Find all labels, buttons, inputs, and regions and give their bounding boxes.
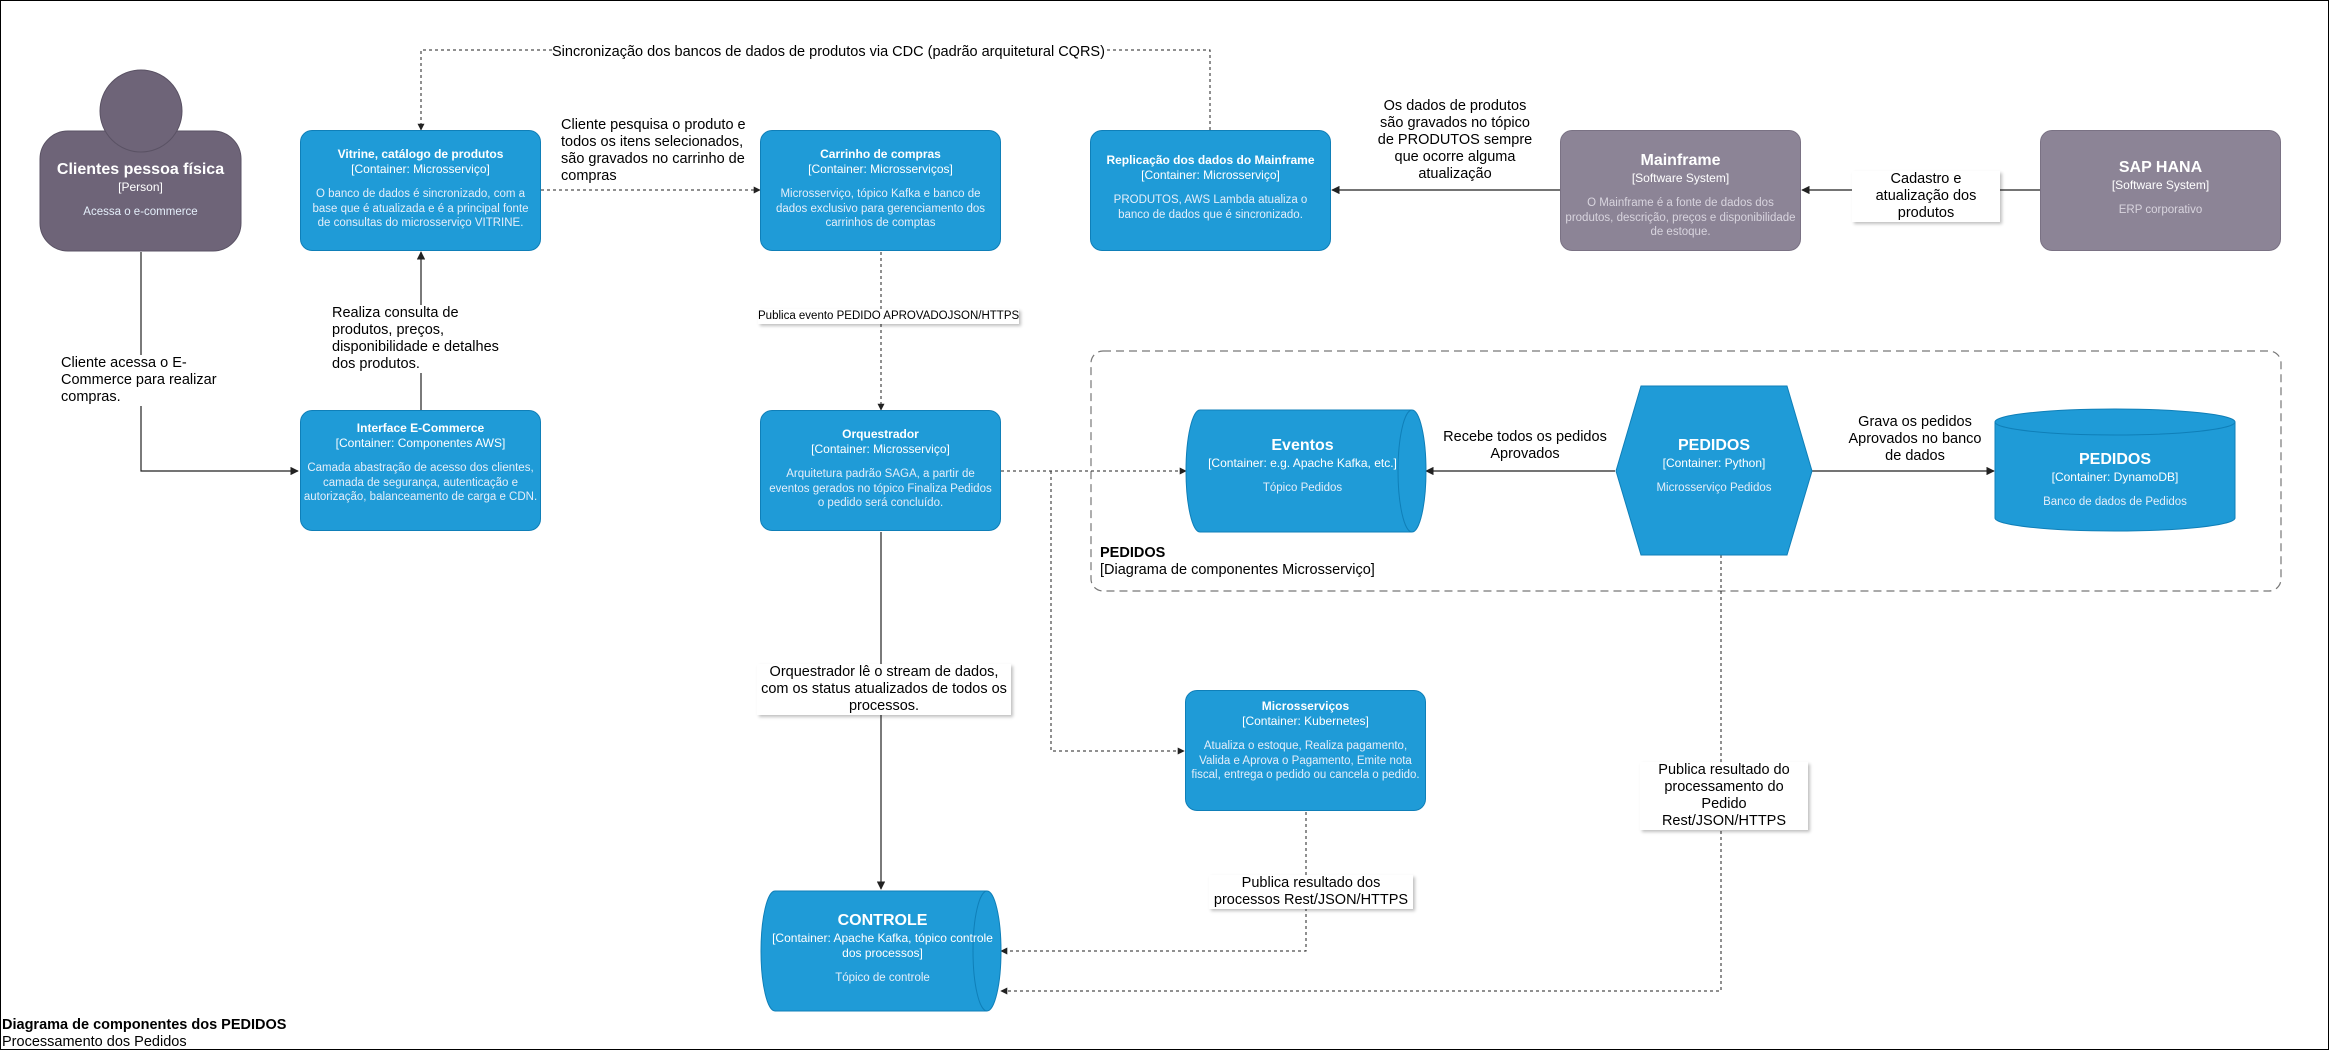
node-type: [Container: Microsserviços]	[808, 162, 953, 176]
node-desc: ERP corporativo	[2118, 204, 2203, 216]
node-title: CONTROLE	[837, 912, 928, 929]
node-vitrine[interactable]: Vitrine, catálogo de produtos [Container…	[300, 130, 541, 251]
node-type: [Container: Microsserviço]	[1141, 168, 1280, 182]
label-cadastro: Cadastro e atualização dos produtos	[1852, 171, 2000, 222]
label-consulta: Realiza consulta de produtos, preços, di…	[332, 305, 522, 373]
node-title: Clientes pessoa física	[56, 161, 225, 178]
node-desc: Arquitetura padrão SAGA, a partir de eve…	[769, 468, 992, 509]
edge-orq-micro	[1050, 471, 1185, 755]
eventos-cylinder	[1185, 409, 1427, 533]
node-interface[interactable]: Interface E-Commerce [Container: Compone…	[300, 410, 541, 531]
node-type: [Person]	[118, 180, 163, 194]
label-publica-pedido: Publica resultado do processamento do Pe…	[1640, 762, 1808, 830]
node-title: Mainframe	[1640, 152, 1721, 169]
node-desc: Microsserviço Pedidos	[1656, 482, 1772, 494]
node-desc: Tópico de controle	[835, 972, 930, 984]
edge-sync	[417, 49, 1211, 131]
pedidos-hexagon	[1615, 385, 1813, 556]
label-sync: Sincronização dos bancos de dados de pro…	[552, 44, 1105, 61]
node-desc: Tópico Pedidos	[1262, 482, 1343, 494]
node-title: Microsserviços	[1261, 699, 1350, 713]
node-type: [Container: e.g. Apache Kafka, etc.]	[1208, 456, 1397, 470]
label-publica-processos: Publica resultado dos processos Rest/JSO…	[1209, 875, 1413, 909]
label-orq-le: Orquestrador lê o stream de dados, com o…	[757, 664, 1011, 715]
node-mainframe[interactable]: Mainframe [Software System] O Mainframe …	[1560, 130, 1801, 251]
label-recebe: Recebe todos os pedidos Aprovados	[1440, 429, 1610, 463]
node-desc: Atualiza o estoque, Realiza pagamento, V…	[1191, 740, 1420, 781]
edge-publica-processos	[1000, 812, 1307, 955]
label-grava: Grava os pedidos Aprovados no banco de d…	[1840, 414, 1990, 465]
node-type: [Container: DynamoDB]	[2051, 470, 2179, 484]
pedidos-db-cylinder	[1994, 408, 2236, 532]
node-clientes[interactable]: Clientes pessoa física [Person] Acessa o…	[40, 160, 241, 220]
node-type: [Software System]	[1631, 171, 1730, 185]
node-title: Vitrine, catálogo de produtos	[337, 147, 504, 161]
node-desc: Camada abastração de acesso dos clientes…	[303, 462, 538, 503]
boundary-pedidos	[1090, 350, 2282, 592]
label-cliente-acessa: Cliente acessa o E-Commerce para realiza…	[61, 355, 219, 406]
boundary-label: PEDIDOS [Diagrama de componentes Micross…	[1100, 545, 1375, 579]
controle-cylinder	[760, 890, 1002, 1012]
node-desc: Banco de dados de Pedidos	[2043, 496, 2187, 508]
boundary-title: PEDIDOS	[1100, 545, 1166, 561]
node-microsservicos[interactable]: Microsserviços [Container: Kubernetes] A…	[1185, 690, 1426, 811]
edge-cliente-acessa	[140, 252, 299, 476]
edge-publica-pedido	[1000, 555, 1722, 995]
node-title: PEDIDOS	[2078, 451, 2151, 468]
node-type: [Software System]	[2111, 178, 2210, 192]
label-dados-produtos: Os dados de produtos são gravados no tóp…	[1370, 98, 1540, 183]
node-title: SAP HANA	[2118, 159, 2203, 176]
node-sap[interactable]: SAP HANA [Software System] ERP corporati…	[2040, 130, 2281, 251]
node-title: PEDIDOS	[1677, 437, 1750, 454]
node-desc: PRODUTOS, AWS Lambda atualiza o banco de…	[1113, 194, 1308, 221]
node-title: Replicação dos dados do Mainframe	[1106, 153, 1315, 167]
footer-title: Diagrama de componentes dos PEDIDOS	[2, 1017, 287, 1033]
node-title: Carrinho de compras	[820, 147, 941, 161]
node-pedidos-svc[interactable]: PEDIDOS [Container: Python] Microsserviç…	[1616, 436, 1812, 496]
node-desc: O banco de dados é sincronizado, com a b…	[312, 188, 529, 229]
node-type: [Container: Python]	[1662, 456, 1766, 470]
node-type: [Container: Kubernetes]	[1242, 714, 1369, 728]
node-title: Interface E-Commerce	[356, 421, 485, 435]
node-eventos[interactable]: Eventos [Container: e.g. Apache Kafka, e…	[1190, 436, 1415, 496]
node-type: [Container: Componentes AWS]	[335, 436, 506, 450]
node-desc: Microsserviço, tópico Kafka e banco de d…	[775, 188, 986, 229]
node-pedidos-db[interactable]: PEDIDOS [Container: DynamoDB] Banco de d…	[1995, 450, 2235, 510]
node-title: Eventos	[1271, 437, 1334, 454]
node-replicacao[interactable]: Replicação dos dados do Mainframe [Conta…	[1090, 130, 1331, 251]
node-type: [Container: Microsserviço]	[811, 442, 950, 456]
node-controle[interactable]: CONTROLE [Container: Apache Kafka, tópic…	[770, 911, 995, 986]
node-type: [Container: Microsserviço]	[351, 162, 490, 176]
node-desc: O Mainframe é a fonte de dados dos produ…	[1565, 197, 1796, 238]
footer-subtitle: Processamento dos Pedidos	[2, 1034, 187, 1050]
person-shape	[39, 69, 242, 252]
label-cliente-pesquisa: Cliente pesquisa o produto e todos os it…	[561, 117, 749, 185]
node-type: [Container: Apache Kafka, tópico control…	[772, 931, 993, 960]
label-publica-evento: Publica evento PEDIDO APROVADOJSON/HTTPS	[758, 309, 1020, 324]
node-orquestrador[interactable]: Orquestrador [Container: Microsserviço] …	[760, 410, 1001, 531]
node-desc: Acessa o e-commerce	[83, 206, 198, 218]
node-carrinho[interactable]: Carrinho de compras [Container: Microsse…	[760, 130, 1001, 251]
diagram-footer: Diagrama de componentes dos PEDIDOS Proc…	[2, 1017, 286, 1051]
boundary-subtitle: [Diagrama de componentes Microsserviço]	[1100, 562, 1375, 578]
node-title: Orquestrador	[842, 427, 919, 441]
